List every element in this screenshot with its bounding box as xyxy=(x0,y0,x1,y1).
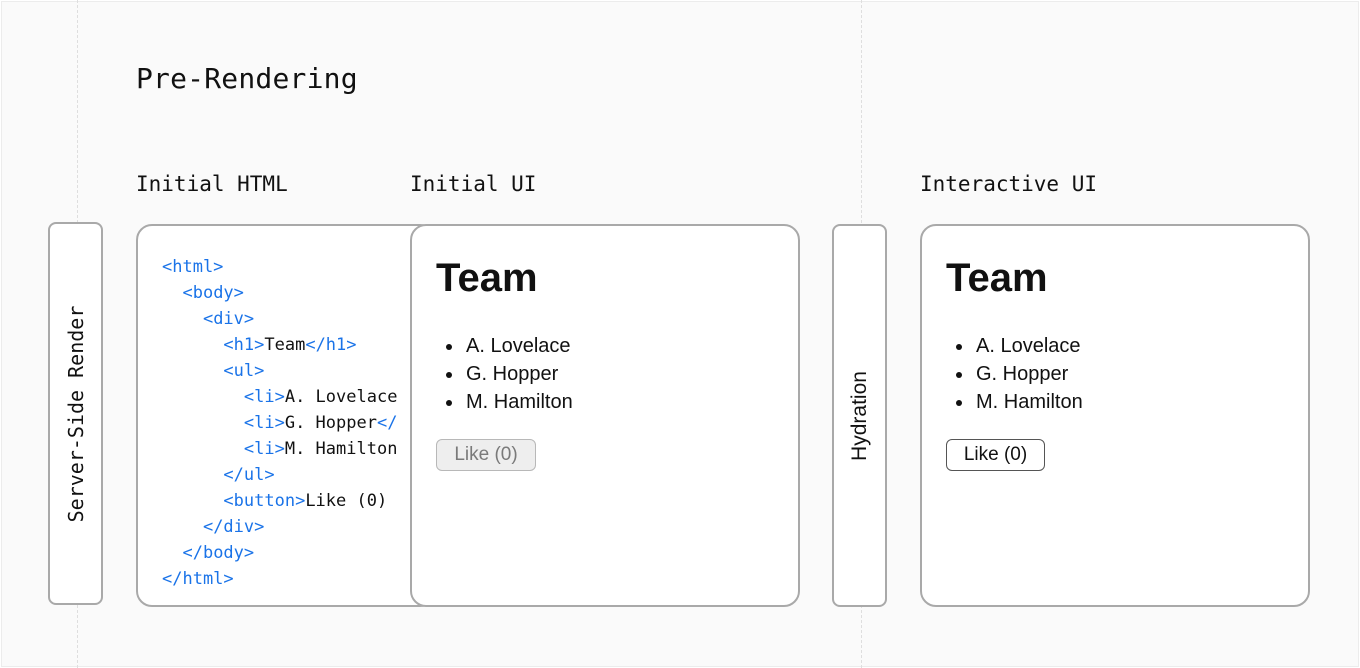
interactive-ui-card: Team A. Lovelace G. Hopper M. Hamilton L… xyxy=(920,224,1310,607)
code-tag: </h1> xyxy=(305,335,357,355)
code-tag: <body> xyxy=(182,283,244,303)
list-item: M. Hamilton xyxy=(464,388,573,416)
hydration-label: Hydration xyxy=(847,370,871,461)
code-tag: </html> xyxy=(162,569,234,589)
label-initial-ui: Initial UI xyxy=(410,172,537,196)
code-tag: </div> xyxy=(202,517,265,537)
initial-html-card: <html> <body> <div> <h1>Team</h1> <ul> <… xyxy=(136,224,436,607)
label-initial-html: Initial HTML xyxy=(136,172,288,196)
code-tag: <div> xyxy=(202,309,255,329)
code-tag: </body> xyxy=(182,543,255,563)
like-button[interactable]: Like (0) xyxy=(946,439,1045,471)
list-item: G. Hopper xyxy=(464,360,573,388)
hydration-step: Hydration xyxy=(832,224,887,607)
code-tag: <h1> xyxy=(223,335,265,355)
code-tag: </ xyxy=(376,413,398,433)
server-render-label: Server-Side Render xyxy=(63,305,88,522)
label-interactive-ui: Interactive UI xyxy=(920,172,1098,196)
code-tag: <button> xyxy=(223,491,306,511)
list-item: M. Hamilton xyxy=(974,388,1083,416)
list-item: A. Lovelace xyxy=(974,332,1083,360)
initial-ui-list: A. Lovelace G. Hopper M. Hamilton xyxy=(464,332,573,416)
initial-ui-card: Team A. Lovelace G. Hopper M. Hamilton L… xyxy=(410,224,800,607)
like-button-disabled: Like (0) xyxy=(436,439,536,471)
code-text: G. Hopper xyxy=(284,413,377,433)
interactive-ui-title: Team xyxy=(946,256,1048,300)
code-tag: </ul> xyxy=(223,465,275,485)
code-tag: <html> xyxy=(162,257,224,277)
interactive-ui-list: A. Lovelace G. Hopper M. Hamilton xyxy=(974,332,1083,416)
code-tag: <li> xyxy=(243,439,285,459)
html-code-block: <html> <body> <div> <h1>Team</h1> <ul> <… xyxy=(162,254,397,592)
server-render-step: Server-Side Render xyxy=(48,222,103,605)
list-item: G. Hopper xyxy=(974,360,1083,388)
code-text: Team xyxy=(264,335,306,355)
code-tag: <ul> xyxy=(223,361,265,381)
code-tag: <li> xyxy=(243,413,285,433)
initial-ui-title: Team xyxy=(436,256,538,300)
code-text: A. Lovelace xyxy=(284,387,398,407)
list-item: A. Lovelace xyxy=(464,332,573,360)
code-tag: <li> xyxy=(243,387,285,407)
code-text: Like (0) xyxy=(305,491,388,511)
code-text: M. Hamilton xyxy=(284,439,398,459)
diagram-title: Pre-Rendering xyxy=(136,62,358,95)
